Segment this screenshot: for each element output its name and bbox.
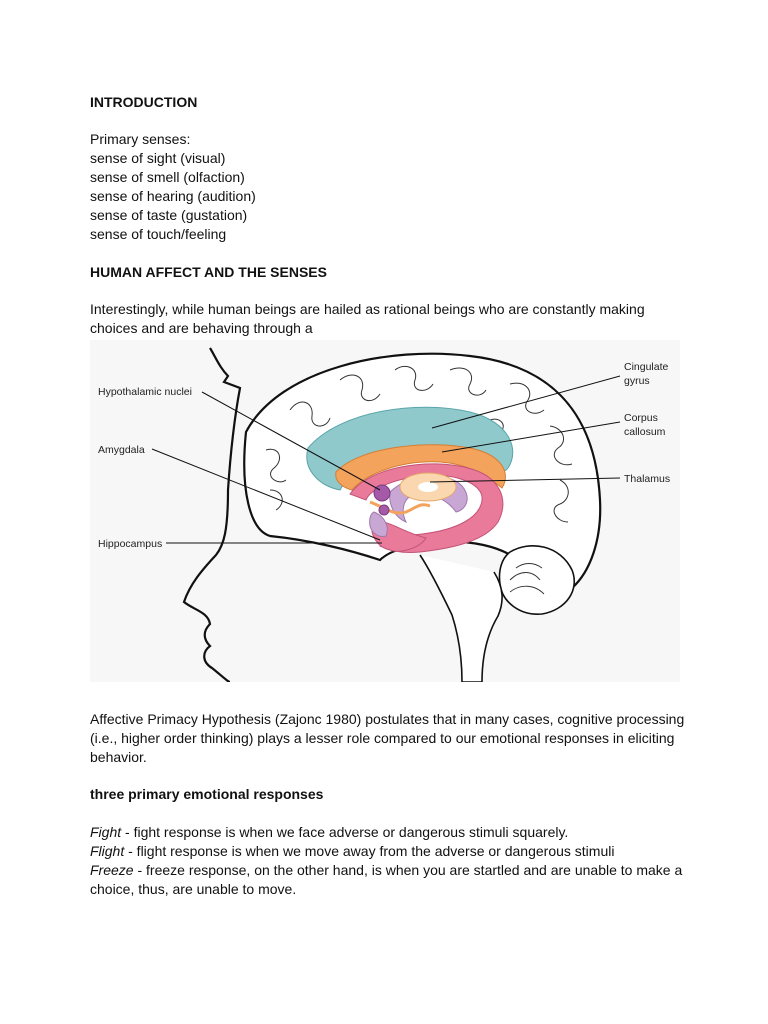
affect-paragraph-line: choices and are behaving through a <box>90 320 313 336</box>
hippocampus-lavender <box>369 511 388 537</box>
response-text: - fight response is when we face adverse… <box>121 824 569 840</box>
response-text: - flight response is when we move away f… <box>124 843 615 859</box>
response-item-freeze: Freeze - freeze response, on the other h… <box>90 861 682 880</box>
response-item-flight: Flight - flight response is when we move… <box>90 842 614 861</box>
response-term: Fight <box>90 824 122 840</box>
affect-heading: HUMAN AFFECT AND THE SENSES <box>90 264 327 280</box>
response-item-fight: Fight - fight response is when we face a… <box>90 823 568 842</box>
label-cingulate: Cingulate <box>624 361 669 373</box>
response-term: Freeze <box>90 862 134 878</box>
sense-item: sense of smell (olfaction) <box>90 169 245 185</box>
label-thalamus: Thalamus <box>624 473 670 485</box>
intro-heading: INTRODUCTION <box>90 94 198 110</box>
label-hippocampus: Hippocampus <box>98 538 162 550</box>
response-term: Flight <box>90 843 125 859</box>
hypothalamic-nuclei-shape <box>373 484 391 502</box>
response-text: - freeze response, on the other hand, is… <box>133 862 683 878</box>
amygdala-shape <box>378 504 390 516</box>
label-hypothalamic-nuclei: Hypothalamic nuclei <box>98 386 192 398</box>
responses-heading: three primary emotional responses <box>90 786 324 802</box>
hypothesis-line: (i.e., higher order thinking) plays a le… <box>90 730 675 746</box>
thalamus-center <box>418 482 438 492</box>
sense-item: sense of hearing (audition) <box>90 188 256 204</box>
label-amygdala: Amygdala <box>98 444 145 456</box>
sense-item: sense of touch/feeling <box>90 226 227 242</box>
senses-title: Primary senses: <box>90 131 191 147</box>
head-profile-outline <box>182 347 242 682</box>
hypothesis-line: behavior. <box>90 749 147 765</box>
sense-item: sense of taste (gustation) <box>90 207 248 223</box>
response-continuation: choice, thus, are unable to move. <box>90 881 297 897</box>
hypothesis-line: Affective Primacy Hypothesis (Zajonc 198… <box>90 711 685 727</box>
label-gyrus: gyrus <box>624 375 650 387</box>
cerebellum <box>498 545 576 615</box>
limbic-system-figure: Hypothalamic nuclei Amygdala Hippocampus… <box>90 340 680 682</box>
sense-item: sense of sight (visual) <box>90 150 226 166</box>
label-corpus: Corpus <box>624 412 658 424</box>
affect-paragraph-line: Interestingly, while human beings are ha… <box>90 301 645 317</box>
label-callosum: callosum <box>624 426 666 438</box>
brainstem <box>419 554 503 682</box>
label-leader-lines <box>151 375 621 544</box>
